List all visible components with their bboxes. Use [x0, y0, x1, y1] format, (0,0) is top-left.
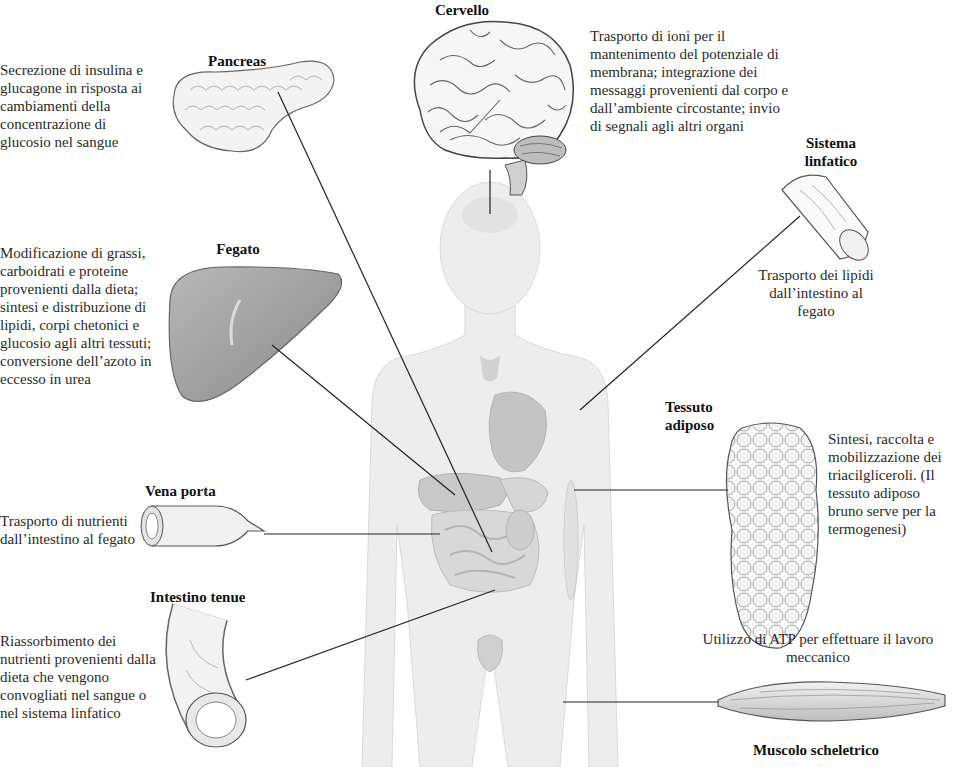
- organ-function: Secrezione di insulina e glucagone in ri…: [0, 61, 160, 151]
- pancreas-illustration: [173, 61, 334, 151]
- organ-name: Sistema linfatico: [792, 134, 870, 170]
- organ-name: Fegato: [188, 240, 288, 258]
- organ-function: Trasporto dei lipidi dall’intestino al f…: [752, 266, 880, 320]
- organ-name: Cervello: [412, 1, 512, 19]
- organ-name: Muscolo scheletrico: [716, 741, 916, 759]
- organ-function: Sintesi, raccolta e mobilizzazione dei t…: [828, 430, 954, 538]
- intestine-illustration: [186, 612, 246, 747]
- brain-illustration: [414, 21, 573, 195]
- adipose-illustration: [726, 423, 818, 648]
- organ-function: Utilizzo di ATP per effettuare il lavoro…: [700, 630, 936, 666]
- muscle-illustration: [718, 682, 945, 721]
- body-silhouette: [362, 182, 618, 767]
- organ-function: Trasporto di nutrienti dall’intestino al…: [0, 512, 140, 548]
- organ-name: Pancreas: [187, 52, 287, 70]
- leader-lines: [246, 92, 800, 702]
- portal-vein-illustration: [141, 506, 264, 546]
- organ-name: Tessuto adiposo: [665, 398, 737, 434]
- organ-function: Modificazione di grassi, carboidrati e p…: [0, 244, 160, 388]
- organ-name: Intestino tenue: [150, 588, 300, 606]
- organ-name: Vena porta: [145, 482, 265, 500]
- organ-function: Riassorbimento dei nutrienti provenienti…: [0, 632, 160, 722]
- organ-function: Trasporto di ioni per il mantenimento de…: [590, 27, 790, 135]
